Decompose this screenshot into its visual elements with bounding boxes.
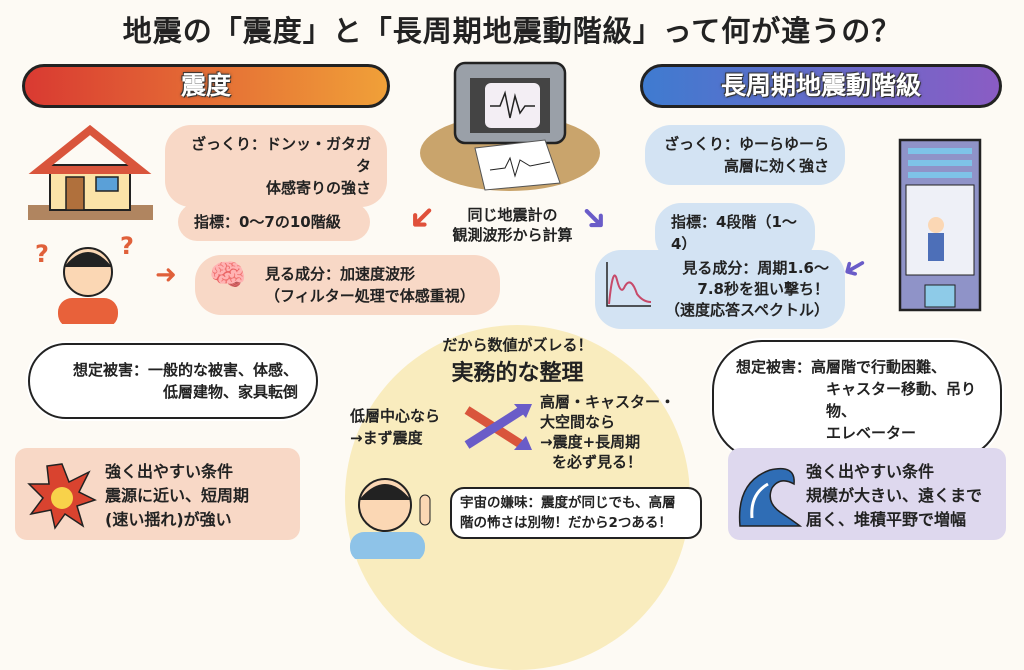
long-component-text: 見る成分：周期1.6〜 — [682, 259, 829, 277]
shindo-rough-bubble: ざっくり：ドンッ・ガタガタ 体感寄りの強さ — [165, 125, 387, 207]
shindo-header: 震度 — [22, 64, 390, 108]
high-rise-line-4: を必ず見る！ — [552, 453, 643, 471]
shindo-index-text: 指標：0〜7の10階級 — [194, 213, 341, 231]
long-damage-text: 想定被害：高層階で行動困難、 — [736, 358, 947, 376]
high-rise-line-1: 高層・キャスター・ — [540, 393, 676, 411]
arrow-right-icon: ➜ — [155, 260, 177, 290]
long-component-bubble: 見る成分：周期1.6〜 7.8秒を狙い撃ち！ （速度応答スペクトル） — [595, 250, 845, 329]
low-rise-line-2: →まず震度 — [350, 429, 423, 447]
pointing-person-icon — [350, 478, 431, 559]
note-speech-bubble: 宇宙の嫌味：震度が同じでも、高層 階の怖さは別物！だから2つある！ — [450, 487, 702, 539]
shindo-rough-text-2: 体感寄りの強さ — [265, 179, 371, 197]
summary-lead: だから数値がズレる！ — [442, 336, 593, 354]
long-condition-title: 強く出やすい条件 — [806, 462, 935, 481]
svg-text:?: ? — [35, 240, 49, 268]
calc-note-line-1: 同じ地震計の — [467, 206, 558, 224]
long-damage-text-3: エレベーター — [826, 424, 917, 442]
shindo-index-bubble: 指標：0〜7の10階級 — [178, 203, 370, 241]
long-damage-text-2: キャスター移動、吊り物、 — [826, 380, 977, 420]
long-rough-text-2: 高層に効く強さ — [723, 157, 829, 175]
shindo-damage-text: 想定被害：一般的な被害、体感、 — [72, 361, 298, 379]
shindo-component-text: 見る成分：加速度波形 — [265, 265, 416, 283]
long-period-header: 長周期地震動階級 — [640, 64, 1002, 108]
brain-icon: 🧠 — [209, 258, 247, 293]
long-condition-line-2: 届く、堆積平野で増幅 — [806, 510, 967, 529]
low-rise-advice: 低層中心なら →まず震度 — [350, 405, 440, 449]
long-rough-bubble: ざっくり：ゆーらゆーら 高層に効く強さ — [645, 125, 845, 185]
long-condition-line-1: 規模が大きい、遠くまで — [806, 486, 983, 505]
shindo-condition-box: 強く出やすい条件 震源に近い、短周期 (速い揺れ)が強い — [15, 448, 300, 540]
shindo-condition-title: 強く出やすい条件 — [105, 462, 234, 481]
high-rise-line-2: 大空間なら — [540, 413, 616, 431]
long-condition-box: 強く出やすい条件 規模が大きい、遠くまで 届く、堆積平野で増幅 — [728, 448, 1006, 540]
shindo-condition-line-2: (速い揺れ)が強い — [105, 510, 232, 529]
spectrum-graph-icon — [606, 262, 652, 307]
crossing-arrows-icon — [464, 404, 532, 450]
long-component-text-2: 7.8秒を狙い撃ち！ — [697, 280, 829, 298]
summary-heading: だから数値がズレる！ 実務的な整理 — [345, 334, 690, 387]
shindo-condition-line-1: 震源に近い、短周期 — [105, 486, 250, 505]
high-rise-advice: 高層・キャスター・ 大空間なら →震度+長周期 を必ず見る！ — [540, 392, 675, 472]
long-rough-text: ざっくり：ゆーらゆーら — [663, 135, 829, 153]
shindo-damage-text-2: 低層建物、家具転倒 — [162, 383, 298, 401]
shindo-component-bubble: 🧠 見る成分：加速度波形 （フィルター処理で体感重視） — [195, 255, 500, 315]
svg-text:?: ? — [120, 232, 134, 260]
long-damage-cloud: 想定被害：高層階で行動困難、 キャスター移動、吊り物、 エレベーター — [712, 340, 1002, 460]
wave-icon — [738, 467, 802, 527]
calc-note: 同じ地震計の 観測波形から計算 — [440, 205, 585, 245]
shindo-damage-cloud: 想定被害：一般的な被害、体感、 低層建物、家具転倒 — [28, 343, 318, 419]
low-rise-line-1: 低層中心なら — [350, 407, 441, 425]
tall-building-icon — [898, 138, 982, 312]
calc-note-line-2: 観測波形から計算 — [452, 226, 573, 244]
note-line-2: 階の怖さは別物！だから2つある！ — [460, 515, 672, 531]
explosion-icon — [27, 463, 97, 530]
seismograph-icon — [420, 61, 600, 191]
page-title: 地震の「震度」と「長周期地震動階級」って何が違うの？ — [122, 14, 902, 48]
confused-person-icon: ? ? — [35, 232, 134, 324]
high-rise-line-3: →震度+長周期 — [540, 433, 641, 451]
shindo-component-text-2: （フィルター処理で体感重視） — [265, 287, 475, 305]
summary-title: 実務的な整理 — [451, 361, 584, 386]
note-line-1: 宇宙の嫌味：震度が同じでも、高層 — [460, 495, 676, 511]
shindo-rough-text: ざっくり：ドンッ・ガタガタ — [190, 135, 371, 175]
long-component-text-3: （速度応答スペクトル） — [665, 301, 829, 319]
house-icon — [28, 125, 153, 220]
long-index-text: 指標：4段階（1〜4） — [671, 213, 797, 253]
